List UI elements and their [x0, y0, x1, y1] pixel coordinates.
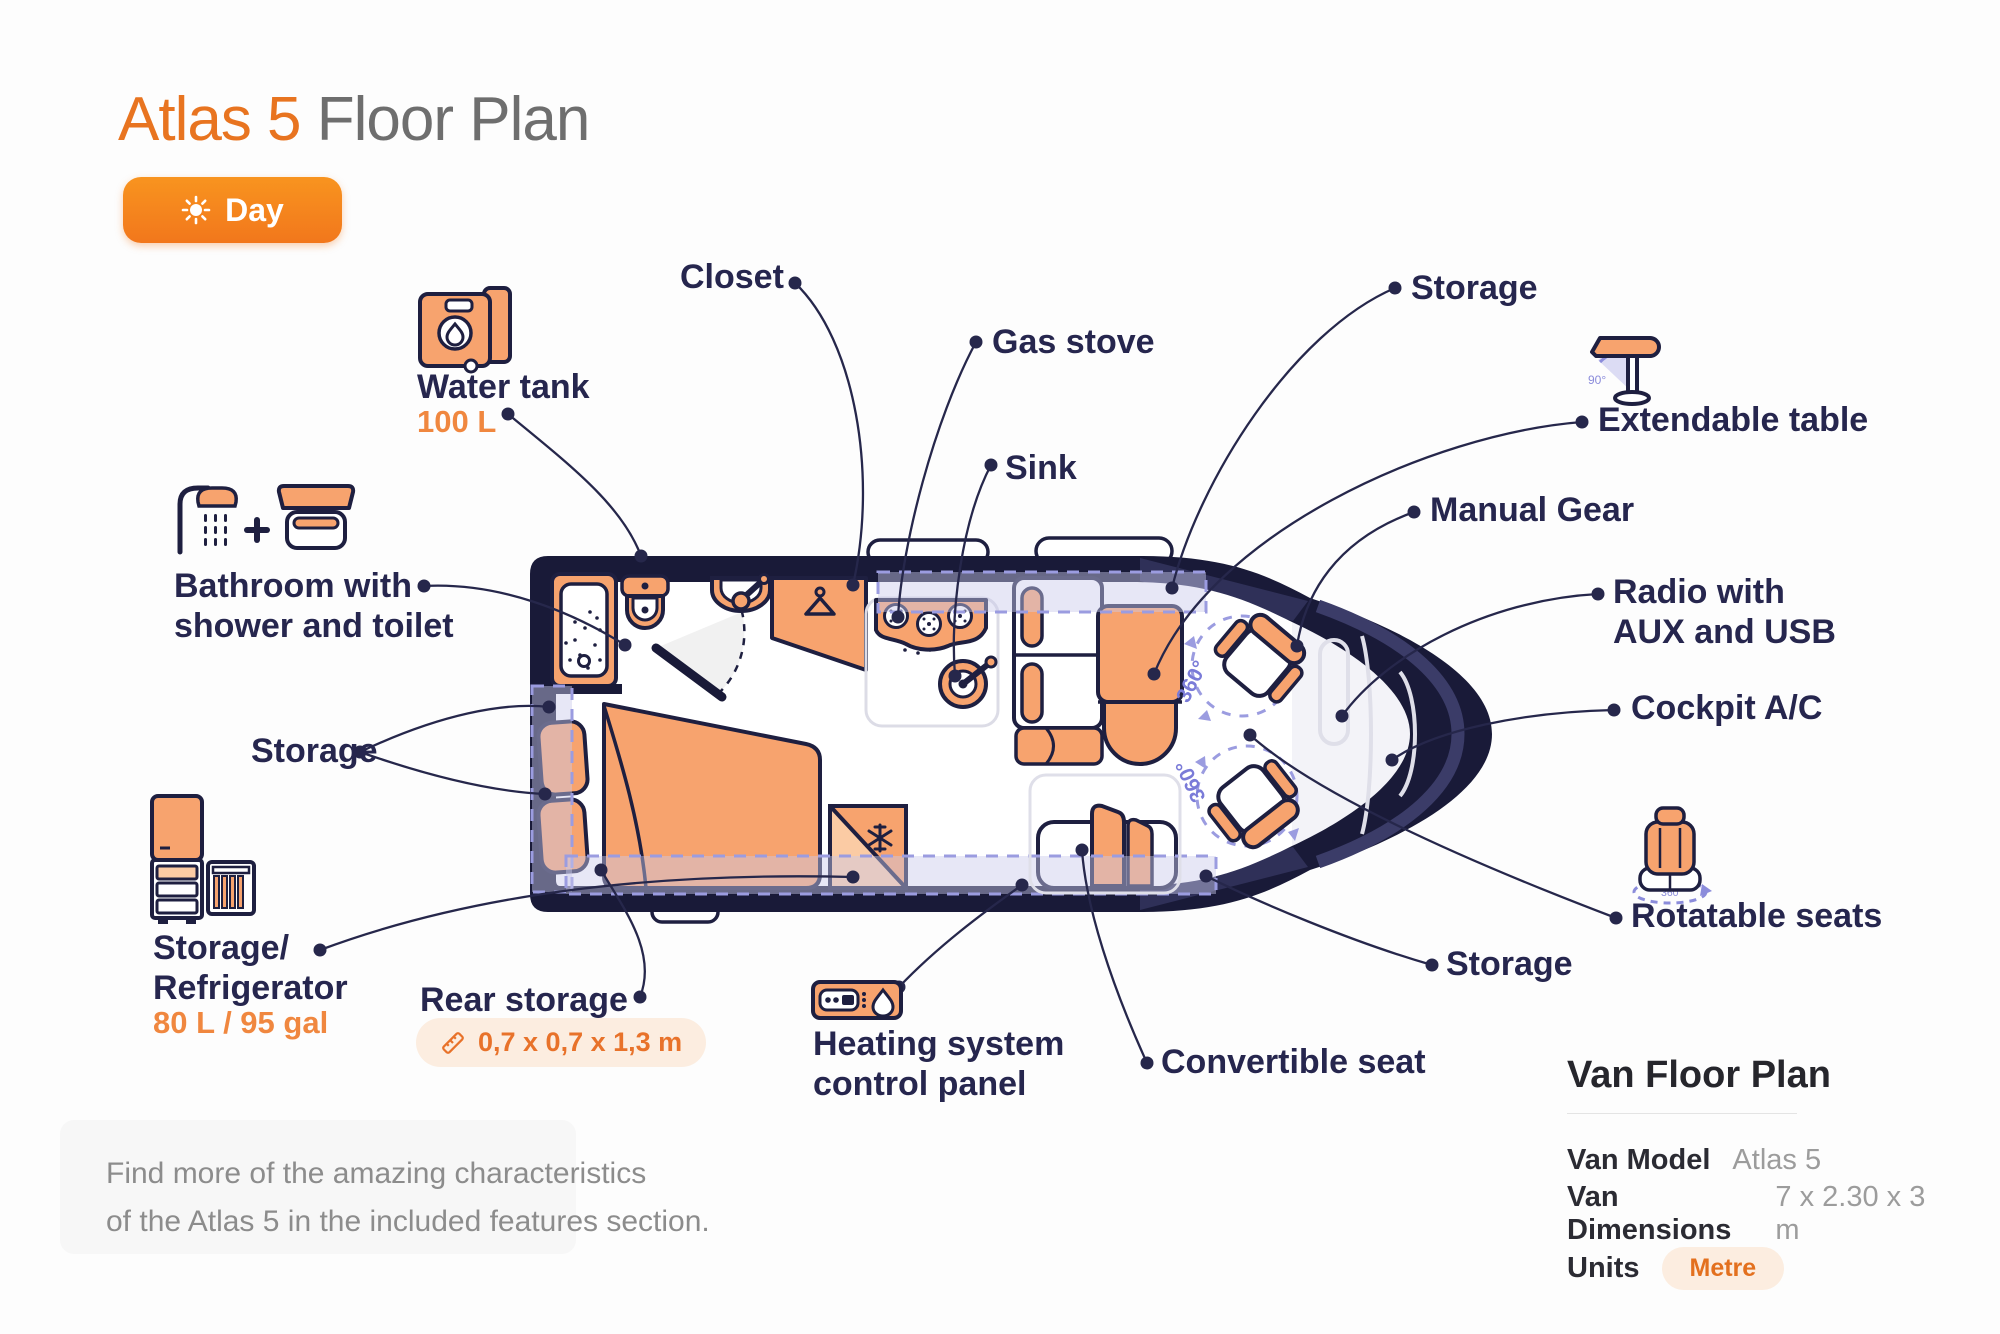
callout-water-tank: Water tank	[417, 368, 590, 406]
van-dimensions-label: Van Dimensions	[1567, 1181, 1732, 1246]
callout-heating-line1: Heating system	[813, 1025, 1065, 1063]
callout-bathroom-line1: Bathroom with	[174, 567, 412, 605]
van-model-row: Van Model Atlas 5	[1567, 1140, 1927, 1180]
callout-storage-top: Storage	[1411, 269, 1538, 307]
day-mode-button[interactable]: Day	[123, 177, 342, 243]
leader-lines	[319, 282, 1617, 1064]
page-title-model: Atlas 5	[118, 85, 302, 154]
storage-zones-plan	[530, 570, 1218, 896]
callout-manual-gear: Manual Gear	[1430, 491, 1635, 529]
page-title: Atlas 5 Floor Plan	[118, 84, 591, 155]
sun-icon	[181, 195, 211, 225]
toilet-plan	[620, 574, 670, 630]
van-info-panel: Van Floor Plan Van Model Atlas 5 Van Dim…	[1567, 1054, 1927, 1302]
features-note: Find more of the amazing characteristics…	[60, 1120, 710, 1254]
callout-heating-line2: control panel	[813, 1065, 1027, 1104]
plus-icon	[244, 517, 270, 543]
features-note-line2: of the Atlas 5 in the included features …	[106, 1205, 710, 1238]
floor-outline	[1028, 773, 1182, 895]
van-model-value: Atlas 5	[1732, 1143, 1822, 1176]
ruler-icon	[442, 1031, 464, 1054]
rear-storage-dimensions-badge: 0,7 x 0,7 x 1,3 m	[416, 1018, 707, 1067]
leader-dots	[313, 276, 1623, 1070]
van-dimensions-value: 7 x 2.30 x 3 m	[1775, 1181, 1926, 1246]
refrigerator-icon	[150, 794, 256, 924]
callout-bathroom-line2: shower and toilet	[174, 607, 454, 646]
callout-sink: Sink	[1005, 449, 1077, 487]
shower-icon	[177, 485, 238, 555]
snowflake-icon	[867, 823, 893, 853]
callout-fridge-line2: Refrigerator	[153, 969, 348, 1008]
callout-rear-storage: Rear storage	[420, 981, 628, 1019]
extendable-table-plan	[1096, 604, 1184, 766]
refrigerator-plan	[828, 804, 908, 890]
rotation-90-label: 90°	[1588, 373, 1606, 387]
bed-plan	[602, 702, 822, 890]
page-title-rest: Floor Plan	[316, 85, 591, 154]
van-dimensions-row: Van Dimensions 7 x 2.30 x 3 m	[1567, 1181, 1927, 1246]
callout-radio-line1: Radio with	[1613, 573, 1785, 611]
callout-extendable-table: Extendable table	[1598, 401, 1869, 439]
info-panel-title: Van Floor Plan	[1567, 1054, 1831, 1096]
info-panel-divider	[1567, 1113, 1797, 1114]
rotatable-seat-icon: 360°	[1632, 806, 1712, 905]
callout-fridge-line1: Storage/	[153, 929, 290, 967]
bathroom-door-plan	[651, 611, 746, 702]
units-badge[interactable]: Metre	[1661, 1246, 1785, 1290]
callout-heating: Heating system control panel	[813, 1024, 1064, 1104]
callout-radio-line2: AUX and USB	[1613, 613, 1836, 652]
bathroom-icons	[177, 484, 356, 555]
units-row: Units Metre	[1567, 1246, 1927, 1290]
day-mode-label: Day	[225, 191, 284, 228]
pillows-plan	[536, 719, 590, 875]
heating-panel-icon	[811, 980, 903, 1020]
callout-bathroom: Bathroom with shower and toilet	[174, 566, 454, 646]
callout-cockpit-ac: Cockpit A/C	[1631, 689, 1823, 727]
extendable-table-icon: 90°	[1588, 336, 1661, 406]
dinette-seats-plan	[1012, 576, 1104, 766]
fridge-capacity: 80 L / 95 gal	[153, 1005, 329, 1040]
callout-gas-stove: Gas stove	[992, 323, 1155, 361]
callout-convertible-seat: Convertible seat	[1161, 1043, 1426, 1081]
callout-radio: Radio with AUX and USB	[1613, 572, 1836, 652]
rear-storage-dimensions: 0,7 x 0,7 x 1,3 m	[478, 1027, 683, 1057]
units-label: Units	[1567, 1251, 1640, 1284]
water-tank-capacity: 100 L	[417, 404, 497, 439]
water-tank-icon	[418, 286, 512, 374]
callout-closet: Closet	[680, 258, 784, 296]
callout-storage-refrigerator: Storage/ Refrigerator	[153, 928, 348, 1008]
shower-plan	[546, 572, 622, 694]
callout-storage-left: Storage	[251, 732, 378, 770]
callout-rotatable-seats: Rotatable seats	[1631, 897, 1883, 935]
washbasin-plan	[710, 573, 772, 613]
features-note-line1: Find more of the amazing characteristics	[106, 1157, 647, 1190]
van-model-label: Van Model	[1567, 1143, 1711, 1176]
toilet-icon	[276, 484, 356, 550]
callout-storage-right: Storage	[1446, 945, 1573, 983]
